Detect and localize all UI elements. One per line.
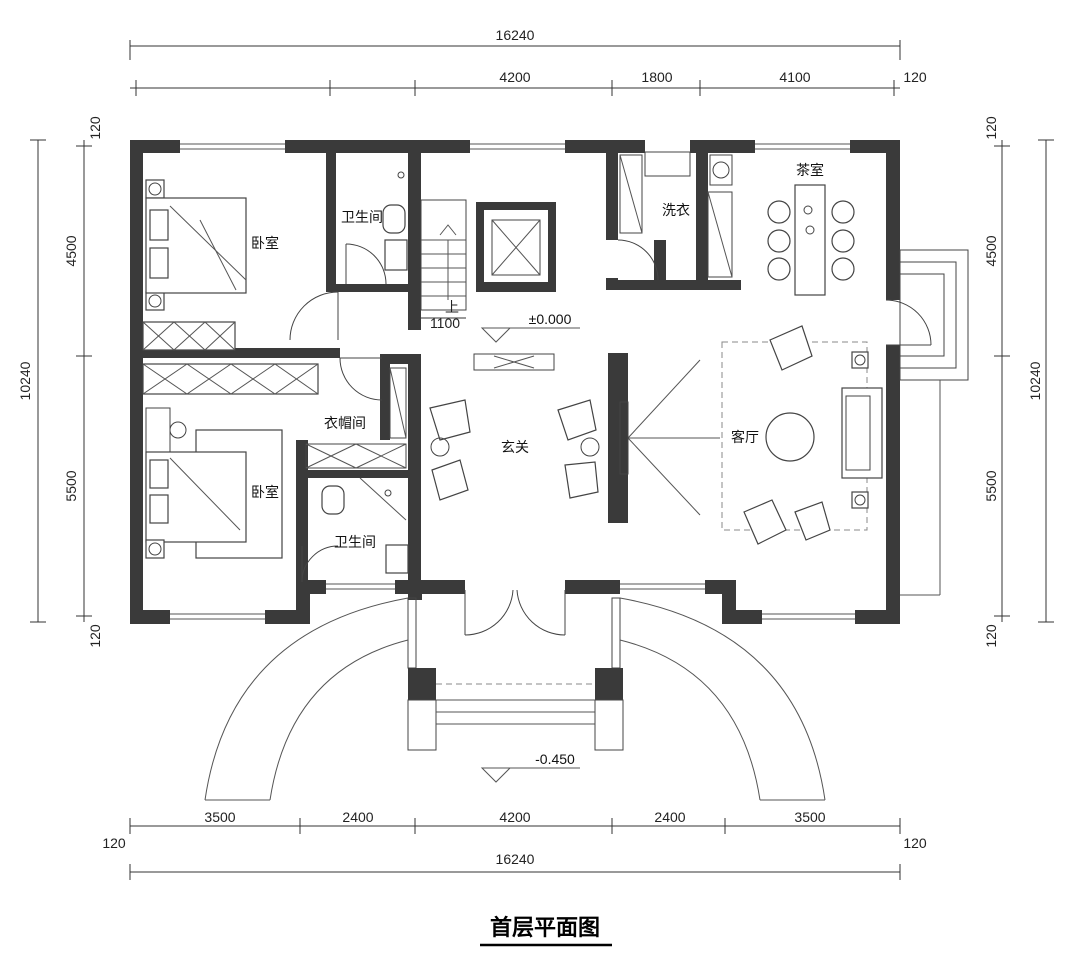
left-dimensions: 10240 4500 5500 120 120 bbox=[17, 116, 103, 648]
sink-icon bbox=[385, 544, 409, 574]
stair-up-label: 上 bbox=[445, 299, 459, 315]
bottom-dim-1: 3500 bbox=[204, 809, 235, 825]
right-total-dim: 10240 bbox=[1027, 361, 1043, 400]
top-total-dim: 16240 bbox=[496, 27, 535, 43]
bottom-dim-3: 4200 bbox=[499, 809, 530, 825]
bathroom-1: 卫生间 bbox=[341, 171, 408, 271]
bedroom-2: 卧室 bbox=[142, 363, 319, 559]
plan-title: 首层平面图 bbox=[490, 915, 600, 941]
left-total-dim: 10240 bbox=[17, 361, 33, 400]
top-right-offset: 120 bbox=[903, 69, 927, 85]
room-label-bedroom-2: 卧室 bbox=[251, 484, 279, 501]
room-label-bathroom-2: 卫生间 bbox=[334, 535, 376, 551]
bottom-dim-5: 3500 bbox=[794, 809, 825, 825]
room-label-foyer: 玄关 bbox=[501, 439, 529, 456]
stair-width-dim: 1100 bbox=[430, 315, 460, 331]
floor-level-marker: ±0.000 bbox=[480, 311, 580, 343]
entrance-porch bbox=[204, 597, 826, 801]
armchair-icon bbox=[557, 399, 597, 441]
side-porch bbox=[899, 249, 969, 596]
top-dim-2: 1800 bbox=[641, 69, 672, 85]
exterior-walls bbox=[130, 140, 900, 624]
bottom-dimensions: 3500 2400 4200 2400 3500 16240 120 120 bbox=[102, 809, 927, 880]
right-dim-2: 5500 bbox=[983, 470, 999, 501]
shoe-cabinet-icon bbox=[473, 353, 555, 371]
bathroom-2: 卫生间 bbox=[321, 477, 409, 574]
left-dim-1: 4500 bbox=[63, 235, 79, 266]
coffee-table-icon bbox=[765, 412, 815, 462]
room-label-tea-room: 茶室 bbox=[796, 162, 824, 179]
tea-room: 茶室 bbox=[767, 162, 855, 296]
room-label-bathroom-1: 卫生间 bbox=[341, 210, 383, 226]
tea-table-icon bbox=[794, 184, 826, 296]
staircase: 上 1100 bbox=[420, 199, 467, 331]
toilet-icon bbox=[321, 485, 345, 515]
room-label-living-room: 客厅 bbox=[731, 429, 759, 446]
closet: 衣帽间 bbox=[305, 367, 407, 469]
bottom-dim-2: 2400 bbox=[342, 809, 373, 825]
room-label-bedroom-1: 卧室 bbox=[251, 235, 279, 252]
top-dimensions: 16240 4200 1800 4100 120 bbox=[129, 27, 927, 96]
left-bottom-offset: 120 bbox=[87, 624, 103, 648]
sofa-icon bbox=[841, 387, 883, 479]
armchair-icon bbox=[794, 501, 831, 541]
wardrobe-icon bbox=[142, 363, 319, 395]
bottom-dim-4: 2400 bbox=[654, 809, 685, 825]
level-label-entrance: -0.450 bbox=[535, 751, 575, 767]
left-top-offset: 120 bbox=[87, 116, 103, 140]
armchair-icon bbox=[429, 399, 471, 441]
windows bbox=[170, 143, 855, 620]
interior-walls bbox=[130, 140, 741, 594]
entrance-level-marker: -0.450 bbox=[480, 751, 580, 783]
right-top-offset: 120 bbox=[983, 116, 999, 140]
armchair-icon bbox=[743, 499, 787, 545]
armchair-icon bbox=[564, 461, 599, 499]
living-room: 客厅 bbox=[619, 325, 883, 545]
armchair-icon bbox=[431, 459, 469, 501]
bedroom-1: 卧室 bbox=[142, 179, 279, 351]
bottom-left-offset: 120 bbox=[102, 835, 126, 851]
room-label-laundry: 洗衣 bbox=[662, 203, 690, 219]
right-dimensions: 10240 4500 5500 120 120 bbox=[983, 116, 1054, 648]
level-label-floor: ±0.000 bbox=[529, 311, 572, 327]
left-dim-2: 5500 bbox=[63, 470, 79, 501]
armchair-icon bbox=[769, 325, 813, 371]
bottom-total-dim: 16240 bbox=[496, 851, 535, 867]
elevator-icon bbox=[476, 202, 556, 292]
right-dim-1: 4500 bbox=[983, 235, 999, 266]
toilet-icon bbox=[382, 204, 406, 234]
washer-icon bbox=[709, 154, 733, 186]
doors bbox=[289, 239, 932, 636]
top-dim-1: 4200 bbox=[499, 69, 530, 85]
bottom-right-offset: 120 bbox=[903, 835, 927, 851]
foyer: 玄关 bbox=[429, 399, 600, 501]
room-label-closet: 衣帽间 bbox=[324, 416, 366, 432]
right-bottom-offset: 120 bbox=[983, 624, 999, 648]
sink-icon bbox=[384, 239, 408, 271]
top-dim-3: 4100 bbox=[779, 69, 810, 85]
laundry-room: 洗衣 bbox=[619, 151, 733, 278]
